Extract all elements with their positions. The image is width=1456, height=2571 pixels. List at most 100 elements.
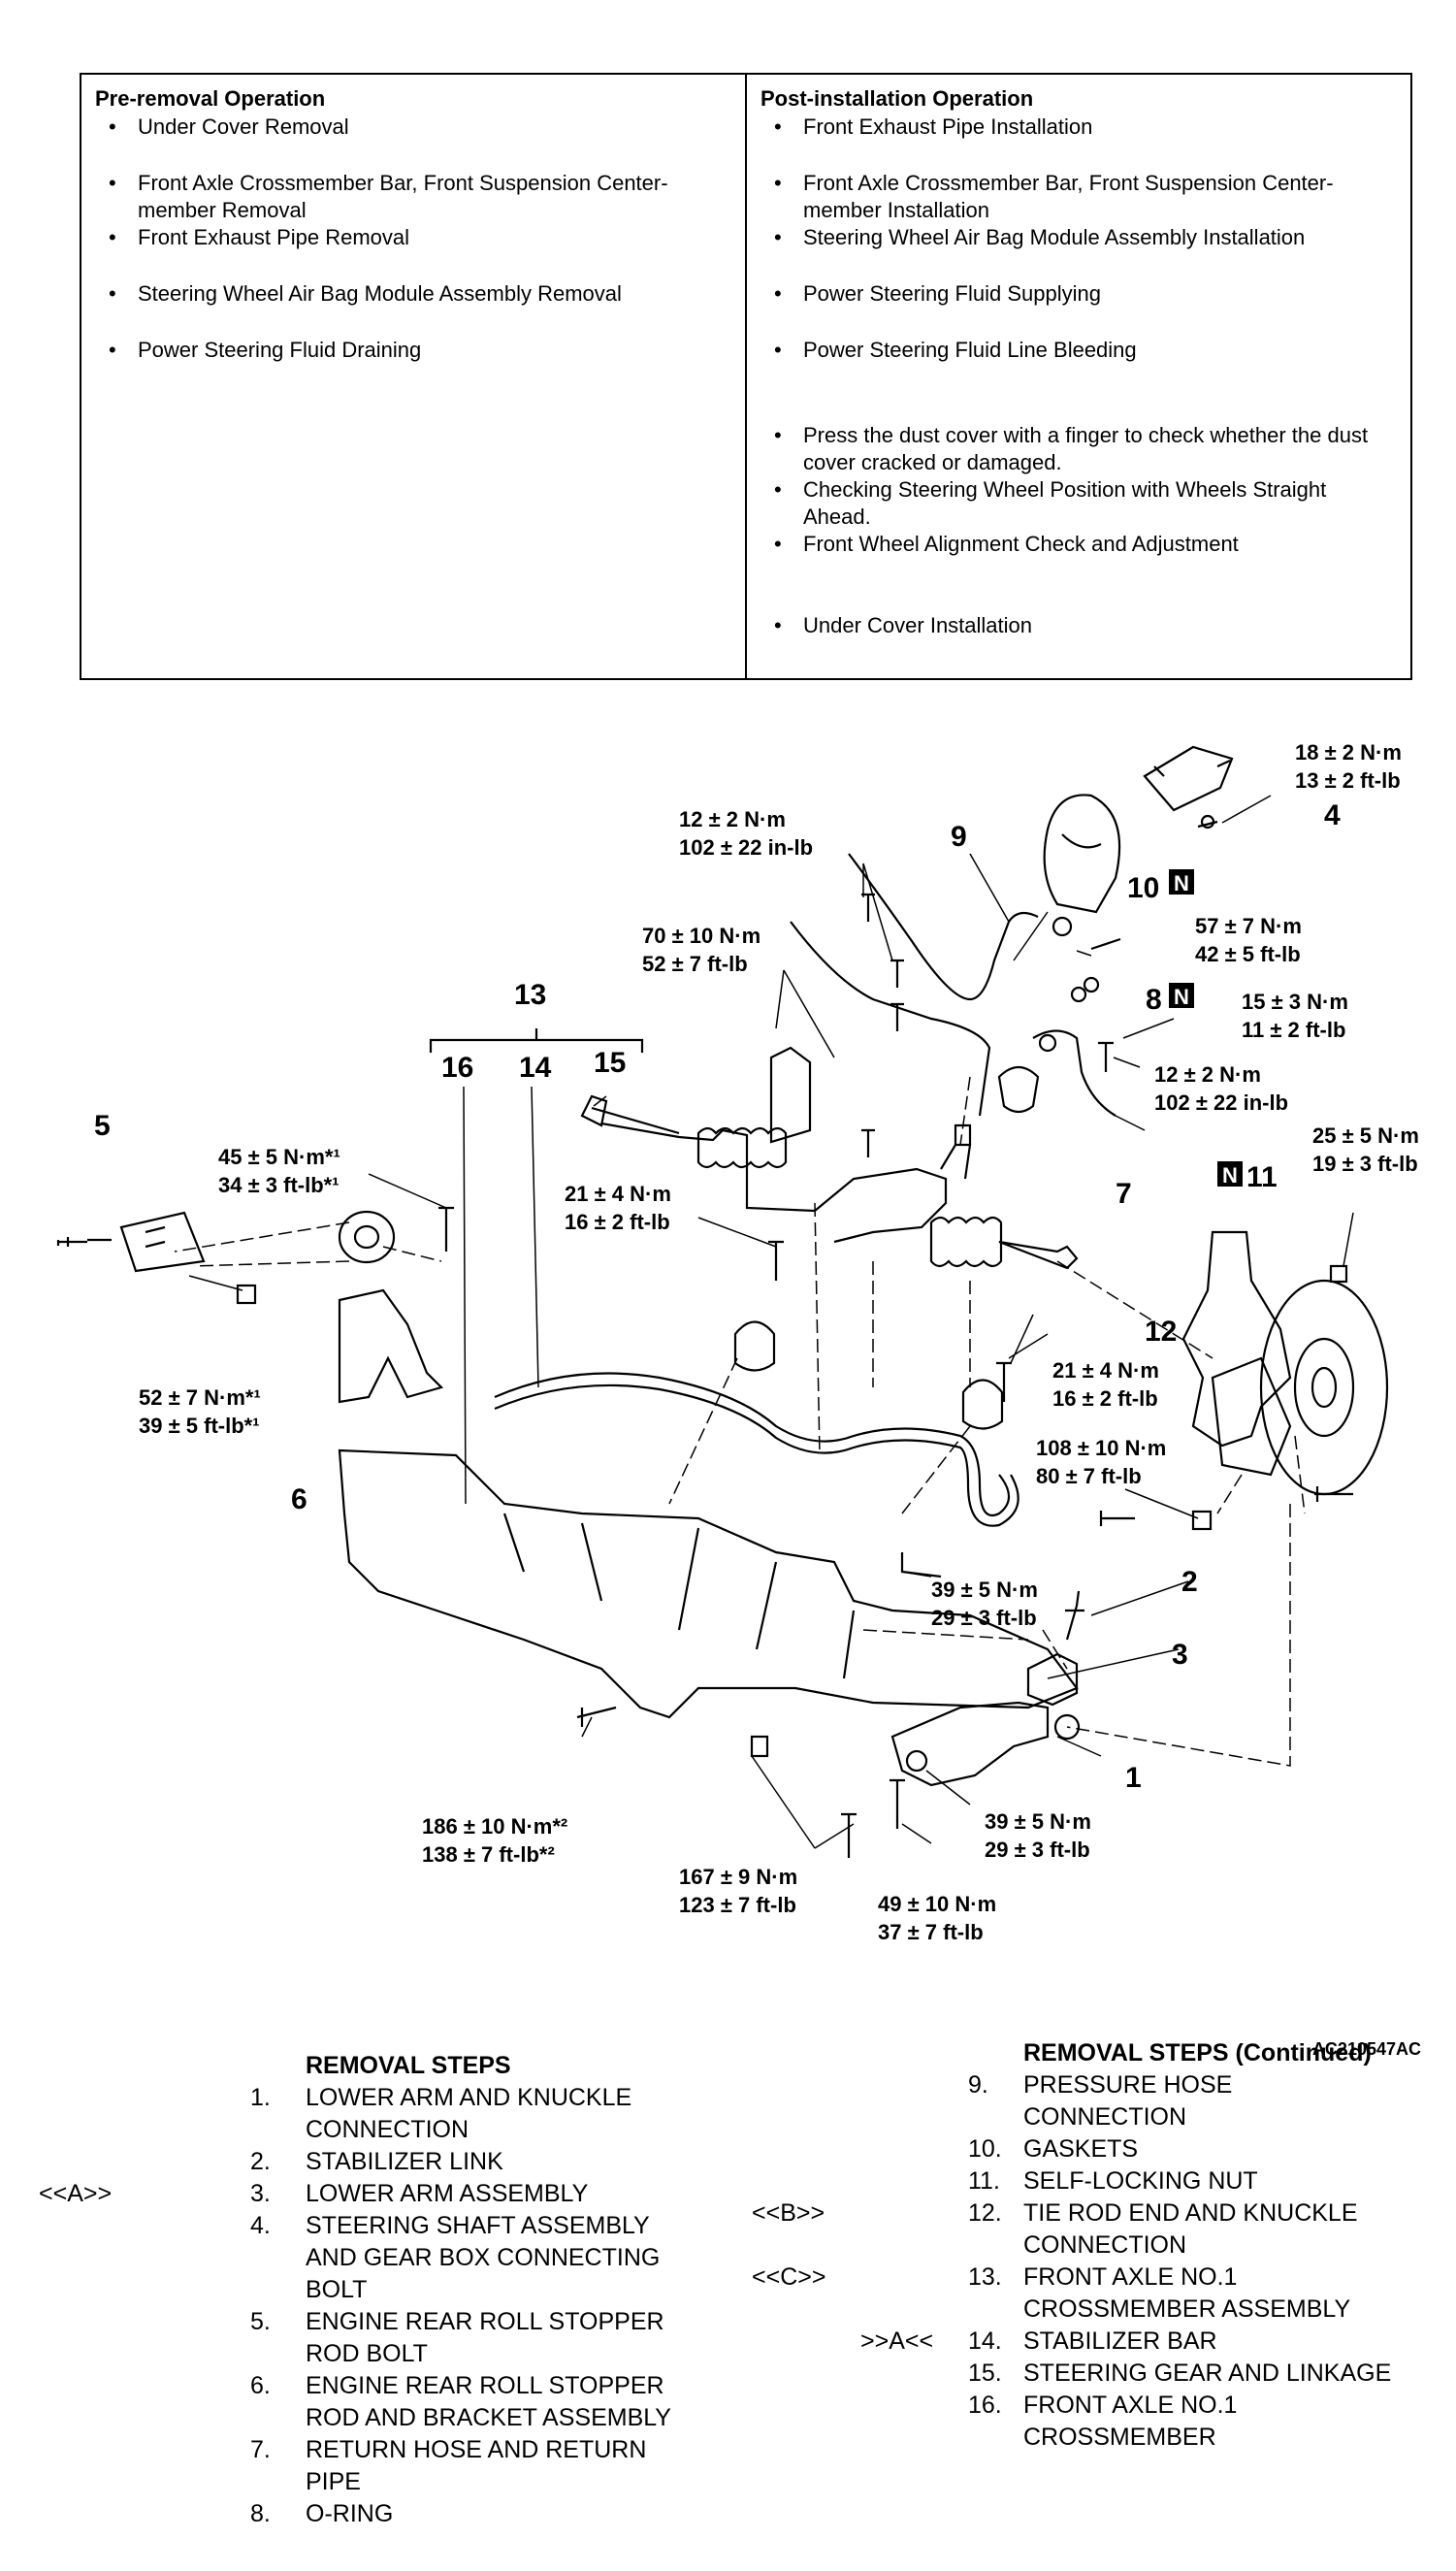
- nut-drawing: [905, 1749, 928, 1773]
- step-text: ROD AND BRACKET ASSEMBLY: [306, 2404, 671, 2431]
- part-numbers: 1 2 3 4 5 6 7 8 9 10 11 12 13 14 15 16: [94, 799, 1341, 1794]
- step-mark: <<A>>: [39, 2180, 113, 2207]
- step-number: 11.: [968, 2167, 1000, 2195]
- bolt-drawing: [1314, 1486, 1353, 1502]
- bolt-drawing: [890, 959, 904, 988]
- post-installation-item: Under Cover Installation: [760, 612, 1397, 639]
- torque-label: 167 ± 9 N·m: [679, 1865, 797, 1889]
- crossmember-drawing: [338, 1448, 1079, 1719]
- bolt-drawing: [996, 1361, 1012, 1402]
- roll-stopper-bushing-drawing: [338, 1210, 396, 1264]
- n-badges: N N N: [1169, 869, 1243, 1188]
- step-text: BOLT: [306, 2276, 368, 2303]
- roll-stopper-drawing: [119, 1211, 206, 1273]
- pre-removal-heading: Pre-removal Operation: [95, 86, 326, 111]
- step-mark: >>A<<: [860, 2327, 934, 2355]
- stabilizer-bar-drawing: [494, 1372, 1011, 1516]
- bolt-drawing: [438, 1206, 454, 1252]
- step-text: LOWER ARM AND KNUCKLE: [306, 2084, 632, 2111]
- removal-steps-continued-title: REMOVAL STEPS (Continued): [1023, 2039, 1372, 2067]
- gear-valve-drawing: [940, 1123, 972, 1180]
- bushing-drawing: [733, 1320, 776, 1372]
- self-locking-nut-drawing: [1329, 1264, 1348, 1284]
- torque-label: 123 ± 7 ft-lb: [679, 1893, 796, 1917]
- tie-rod-left-drawing: [580, 1094, 680, 1135]
- post-installation-item: Front Axle Crossmember Bar, Front Suspen…: [760, 170, 1397, 224]
- torque-label: 19 ± 3 ft-lb: [1312, 1152, 1418, 1176]
- step-text: FRONT AXLE NO.1: [1023, 2263, 1238, 2291]
- n-badge-8: [1169, 983, 1194, 1008]
- step-text: ENGINE REAR ROLL STOPPER: [306, 2308, 664, 2335]
- removal-steps-title: REMOVAL STEPS: [306, 2052, 511, 2079]
- step-number: 15.: [968, 2359, 1002, 2387]
- steering-rack-drawing: [600, 1122, 948, 1244]
- removal-step-11: 11. SELF-LOCKING NUT: [752, 2165, 1431, 2197]
- part-number-3: 3: [1172, 1639, 1188, 1671]
- step-text: FRONT AXLE NO.1: [1023, 2392, 1238, 2419]
- removal-step-14: >>A<< 14. STABILIZER BAR: [752, 2326, 1431, 2358]
- post-installation-item: Front Wheel Alignment Check and Adjustme…: [760, 531, 1397, 558]
- torque-label: 29 ± 3 ft-lb: [985, 1838, 1090, 1862]
- step-text: CONNECTION: [1023, 2231, 1187, 2259]
- step-number: 14.: [968, 2327, 1002, 2355]
- post-installation-heading: Post-installation Operation: [760, 86, 1034, 111]
- crossmember-detail-drawing: [502, 1513, 856, 1679]
- torque-label: 49 ± 10 N·m: [878, 1892, 996, 1916]
- step-text: CROSSMEMBER: [1023, 2424, 1216, 2451]
- torque-label: 186 ± 10 N·m*²: [422, 1814, 567, 1839]
- rack-boot-left-drawing: [696, 1126, 788, 1169]
- torque-label: 12 ± 2 N·m: [679, 807, 786, 831]
- pre-removal-item: Front Axle Crossmember Bar, Front Suspen…: [95, 170, 731, 224]
- step-text: ROD BOLT: [306, 2340, 428, 2367]
- part-number-7: 7: [1116, 1178, 1132, 1210]
- step-text: O-RING: [306, 2500, 394, 2527]
- step-number: 12.: [968, 2199, 1002, 2227]
- part-number-9: 9: [951, 821, 967, 853]
- post-installation-item: Front Exhaust Pipe Installation: [760, 114, 1397, 141]
- lower-arm-bushing-drawing: [1026, 1652, 1079, 1707]
- part-number-12: 12: [1145, 1316, 1177, 1348]
- post-installation-column: Post-installation Operation Front Exhaus…: [745, 75, 1410, 678]
- steering-shaft-drawing: [1143, 745, 1234, 812]
- step-number: 2.: [250, 2148, 271, 2175]
- nut-drawing: [1191, 1510, 1213, 1531]
- removal-step-6: 6. ENGINE REAR ROLL STOPPER ROD AND BRAC…: [39, 2370, 718, 2434]
- o-ring-drawing: [1038, 1033, 1057, 1053]
- n-badge-text: N: [1222, 1163, 1238, 1188]
- step-mark: <<B>>: [752, 2199, 825, 2227]
- step-number: 13.: [968, 2263, 1002, 2291]
- torque-label: 21 ± 4 N·m: [1052, 1358, 1159, 1383]
- removal-step-8: 8. O-RING: [39, 2498, 718, 2530]
- washer-drawing: [1200, 814, 1215, 830]
- step-number: 4.: [250, 2212, 271, 2239]
- joint-drawing: [1052, 916, 1073, 937]
- pre-removal-item: Steering Wheel Air Bag Module Assembly R…: [95, 280, 731, 308]
- part-number-14: 14: [519, 1052, 552, 1084]
- bolt-drawing: [890, 1002, 904, 1031]
- step-number: 8.: [250, 2500, 271, 2527]
- torque-label: 37 ± 7 ft-lb: [878, 1920, 984, 1944]
- part-number-11: 11: [1246, 1161, 1278, 1193]
- torque-label: 39 ± 5 ft-lb*¹: [139, 1414, 260, 1438]
- bolt-drawing: [56, 1237, 112, 1247]
- removal-step-2: 2. STABILIZER LINK: [39, 2146, 718, 2178]
- step-number: 6.: [250, 2372, 271, 2399]
- step-text: STEERING SHAFT ASSEMBLY: [306, 2212, 650, 2239]
- gasket-drawing: [1070, 986, 1087, 1003]
- return-pipe-drawing: [790, 921, 991, 1117]
- torque-label: 13 ± 2 ft-lb: [1295, 768, 1401, 793]
- step-text: TIE ROD END AND KNUCKLE: [1023, 2199, 1358, 2227]
- part-number-15: 15: [594, 1047, 626, 1079]
- part-number-6: 6: [291, 1483, 307, 1515]
- torque-label: 108 ± 10 N·m: [1036, 1436, 1166, 1460]
- step-text: GASKETS: [1023, 2135, 1139, 2163]
- bolt-drawing: [861, 893, 875, 922]
- step-text: STEERING GEAR AND LINKAGE: [1023, 2359, 1392, 2387]
- torque-label: 39 ± 5 N·m: [985, 1809, 1091, 1834]
- operations-table: Pre-removal Operation Under Cover Remova…: [80, 73, 1412, 680]
- nut-drawing: [236, 1284, 257, 1305]
- step-number: 9.: [968, 2071, 988, 2099]
- pressure-pipe-drawing: [848, 853, 1039, 1001]
- bolt-drawing: [841, 1812, 857, 1858]
- torque-label: 29 ± 3 ft-lb: [931, 1606, 1037, 1630]
